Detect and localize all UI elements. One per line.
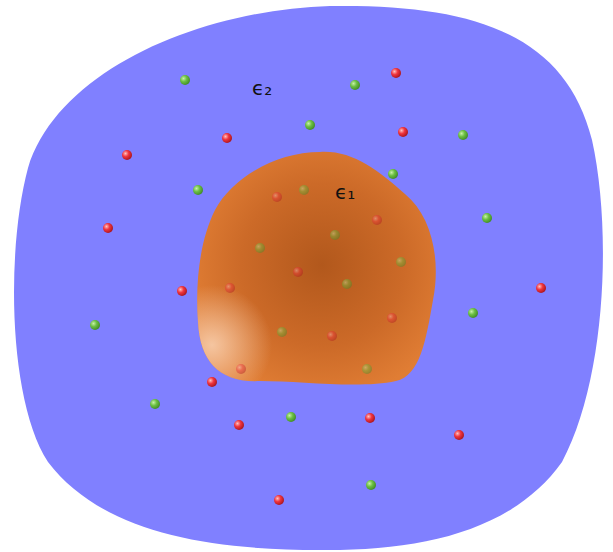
red-particle — [272, 192, 282, 202]
red-particle — [207, 377, 217, 387]
green-particle — [342, 279, 352, 289]
inner-particles — [225, 185, 406, 374]
red-particle — [391, 68, 401, 78]
green-particle — [482, 213, 492, 223]
green-particle — [299, 185, 309, 195]
green-particle — [350, 80, 360, 90]
green-particle — [90, 320, 100, 330]
red-particle — [398, 127, 408, 137]
red-particle — [177, 286, 187, 296]
green-particle — [458, 130, 468, 140]
green-particle — [366, 480, 376, 490]
green-particle — [305, 120, 315, 130]
medium-label: ϵ₁ — [335, 182, 355, 202]
green-particle — [150, 399, 160, 409]
inner-body: ϵ₁ — [188, 144, 446, 394]
red-particle — [372, 215, 382, 225]
inner-body-shape — [188, 144, 446, 394]
red-particle — [387, 313, 397, 323]
green-particle — [388, 169, 398, 179]
outer-particles — [90, 68, 546, 505]
green-particle — [180, 75, 190, 85]
green-particle — [362, 364, 372, 374]
red-particle — [222, 133, 232, 143]
inner-body-highlight — [197, 152, 436, 385]
red-particle — [122, 150, 132, 160]
red-particle — [293, 267, 303, 277]
green-particle — [396, 257, 406, 267]
red-particle — [225, 283, 235, 293]
green-particle — [330, 230, 340, 240]
green-particle — [193, 185, 203, 195]
red-particle — [365, 413, 375, 423]
inner-body-outline — [197, 152, 436, 385]
red-particle — [236, 364, 246, 374]
red-particle — [454, 430, 464, 440]
outer-medium-outline — [14, 6, 603, 550]
red-particle — [234, 420, 244, 430]
medium-label: ϵ₂ — [252, 78, 272, 98]
green-particle — [468, 308, 478, 318]
green-particle — [255, 243, 265, 253]
red-particle — [536, 283, 546, 293]
green-particle — [286, 412, 296, 422]
green-particle — [277, 327, 287, 337]
red-particle — [274, 495, 284, 505]
red-particle — [327, 331, 337, 341]
red-particle — [103, 223, 113, 233]
